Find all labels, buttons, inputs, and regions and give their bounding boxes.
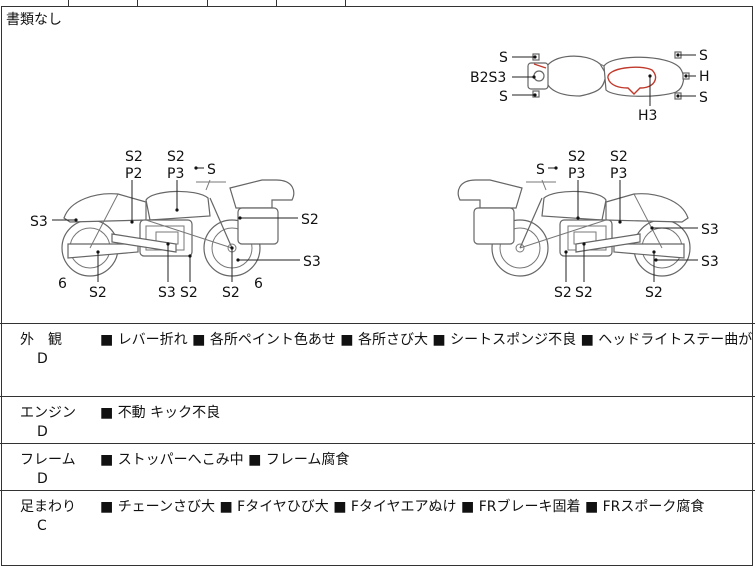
left-label-s: S [207,162,216,178]
left-label-s3-bottom: S3 [158,285,176,301]
left-label-s3-left: S3 [30,214,48,230]
top-label-s-front-lower: S [499,89,508,105]
left-label-6-right: 6 [254,276,263,292]
row-category: 足まわり [20,499,76,515]
row-grade: D [37,424,48,440]
left-side-callouts: S2 P2 S2 P3 S S3 S2 S3 6 S2 S3 S2 S2 6 [30,149,321,301]
row-category: 外観 [20,332,76,348]
bullet-icon: ■ [580,332,594,348]
item: Fタイヤエアぬけ [350,499,457,515]
item: 各所ペイント色あせ [209,332,336,348]
row-divider [0,396,755,397]
bullet-icon: ■ [584,499,599,515]
left-label-s2-bottom-1: S2 [89,285,107,301]
item: フレーム腐食 [265,452,350,468]
table-header-remnant [0,0,755,6]
left-label-s2-right: S2 [301,212,319,228]
top-view-callouts: S B2S3 S S H S H3 [470,48,710,124]
item: FRブレーキ固着 [478,499,581,515]
row-grade: C [37,518,47,534]
right-label-p3-b: P3 [610,166,627,182]
bullet-icon: ■ [219,499,233,515]
bullet-icon: ■ [340,332,354,348]
item: Fタイヤひび大 [237,499,329,515]
item: シートスポンジ不良 [450,332,577,348]
right-label-s2-b: S2 [610,149,628,165]
left-label-s2-b: S2 [167,149,185,165]
bullet-icon: ■ [100,452,114,468]
bullet-icon: ■ [100,332,114,348]
item: 不動 キック不良 [117,405,221,421]
right-label-s: S [536,162,545,178]
right-side-callouts: S S2 P3 S2 P3 S3 S3 S2 S2 S2 [536,149,719,301]
top-view-bike [527,51,690,100]
left-side-bike [61,179,295,277]
row-category: エンジン [20,405,76,421]
right-label-s3-upper: S3 [701,222,719,238]
bullet-icon: ■ [333,499,347,515]
bullet-icon: ■ [461,499,475,515]
bullet-icon: ■ [192,332,206,348]
damage-diagram: S B2S3 S S H S H3 [30,48,719,301]
row-items: ■ ストッパーへこみ中 ■ フレーム腐食 [100,449,349,469]
top-label-s-rear-upper: S [699,48,708,64]
left-label-s2-bottom-2: S2 [180,285,198,301]
left-label-p2: P2 [125,166,142,182]
top-label-b2s3: B2S3 [470,70,506,86]
bullet-icon: ■ [432,332,446,348]
bullet-icon: ■ [248,452,262,468]
left-label-s2-bottom-3: S2 [222,285,240,301]
right-label-s2-bottom-1: S2 [554,285,572,301]
left-label-6-left: 6 [58,276,67,292]
row-divider [0,323,755,324]
top-label-s-rear-lower: S [699,90,708,106]
row-divider [0,490,755,491]
right-label-s3-lower: S3 [701,254,719,270]
row-divider [0,443,755,444]
right-label-s2-bottom-2: S2 [575,285,593,301]
top-label-h: H [699,69,710,85]
item: ストッパーへこみ中 [117,452,244,468]
right-label-s2-bottom-3: S2 [645,285,663,301]
bullet-icon: ■ [100,499,114,515]
left-label-s2-a: S2 [125,149,143,165]
document-note: 書類なし [6,12,62,28]
top-label-s-front-upper: S [499,50,508,66]
right-side-bike [457,179,691,277]
right-label-p3-a: P3 [568,166,585,182]
left-label-s3-right: S3 [303,254,321,270]
row-items: ■ チェーンさび大 ■ Fタイヤひび大 ■ Fタイヤエアぬけ ■ FRブレーキ固… [100,496,704,516]
row-category: フレーム [20,452,76,468]
row-items: ■ レバー折れ ■ 各所ペイント色あせ ■ 各所さび大 ■ シートスポンジ不良 … [100,329,755,349]
row-grade: D [37,351,48,367]
item: ヘッドライトステー曲がり [598,332,755,348]
item: 各所さび大 [357,332,428,348]
row-grade: D [37,471,48,487]
item: レバー折れ [117,332,188,348]
item: チェーンさび大 [117,499,215,515]
left-label-p3: P3 [167,166,184,182]
bullet-icon: ■ [100,405,114,421]
right-label-s2-a: S2 [568,149,586,165]
row-items: ■ 不動 キック不良 [100,402,220,422]
top-label-h3: H3 [638,108,657,124]
item: FRスポーク腐食 [602,499,705,515]
